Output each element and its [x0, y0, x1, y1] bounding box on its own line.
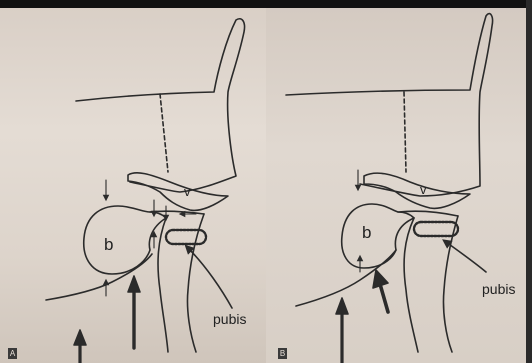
panel-a-vagina-label: v	[184, 184, 191, 199]
panel-b-vagina	[364, 173, 470, 208]
panel-a-pelvic-outline	[76, 19, 245, 192]
panel-b-letter: B	[278, 348, 287, 359]
panel-b-pubis	[414, 222, 458, 236]
panel-a-letter: A	[8, 348, 17, 359]
panel-b-dashed-axis	[404, 92, 406, 172]
panel-a-dashed-axis	[160, 94, 168, 172]
panel-b-big-arrow-right	[380, 284, 388, 312]
panel-a-big-arrow-right-head	[128, 276, 140, 292]
panel-a-bladder-label: b	[104, 235, 113, 254]
panel-b-big-arrow-left-head	[336, 298, 348, 314]
panel-a-pubis	[166, 230, 206, 244]
panel-a-pubis-label: pubis	[213, 311, 246, 327]
panel-a-pubis-leader	[188, 248, 232, 308]
panel-b-big-arrow-right-head	[373, 270, 388, 288]
panel-b-pubis-leader	[446, 242, 486, 272]
panel-b-lower-wall	[404, 218, 418, 352]
panel-b-pubis-label: pubis	[482, 281, 515, 297]
panel-b-bladder	[342, 204, 414, 268]
panel-b-bladder-label: b	[362, 223, 371, 242]
panel-a-big-arrow-left-head	[74, 330, 86, 345]
panel-a-lower-wall-2	[187, 214, 204, 352]
panel-b-vagina-label: v	[420, 182, 427, 197]
panel-b-pelvic-outline	[286, 14, 493, 196]
panel-a-perineum	[46, 254, 152, 300]
panel-b	[286, 14, 493, 363]
